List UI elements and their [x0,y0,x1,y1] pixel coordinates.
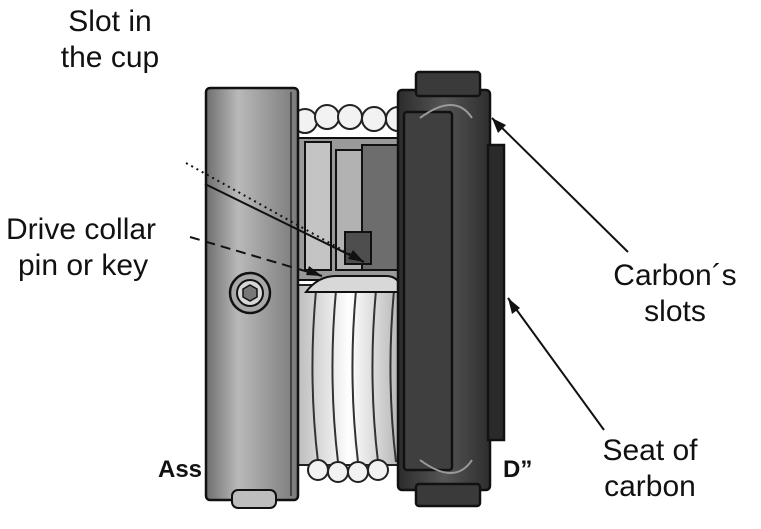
label-line: Slot in [68,5,152,38]
hex-socket-screw-icon [228,271,272,315]
label-line: the cup [60,41,160,74]
top-spring-coils [292,104,411,134]
label-drive-collar: Drive collar pin or key [6,212,156,284]
obscured-caption-left: Ass [158,456,203,483]
spring-body [297,284,401,466]
arrowhead [492,118,506,133]
label-seat-of-carbon: Seat of carbon [580,433,720,505]
carbon-slots-pointer [491,117,629,253]
label-line: carbon [604,470,696,503]
slot-pointer-start [185,162,365,263]
arrowhead [348,250,364,262]
label-line: pin or key [18,249,149,282]
arrowheads [306,118,520,314]
collar-pointer [189,236,323,277]
label-line: Carbon´s [613,259,737,292]
seat-pointer [507,297,605,431]
bottom-spring-coils [307,459,389,483]
arrowhead [508,298,520,314]
slot-pointer [204,183,365,263]
label-slot-in-cup: Slot in the cup [45,4,175,76]
label-line: Drive collar [6,213,157,246]
collar-screw-tip [231,489,277,509]
label-line: slots [644,295,706,328]
obscured-caption-right: D” [503,456,533,483]
arrowhead [306,266,322,276]
pointer-lines [185,117,629,431]
carbon-retainer [396,70,506,508]
label-line: Seat of [602,434,698,467]
cup-body [294,137,403,281]
label-carbon-slots: Carbon´s slots [600,258,750,330]
